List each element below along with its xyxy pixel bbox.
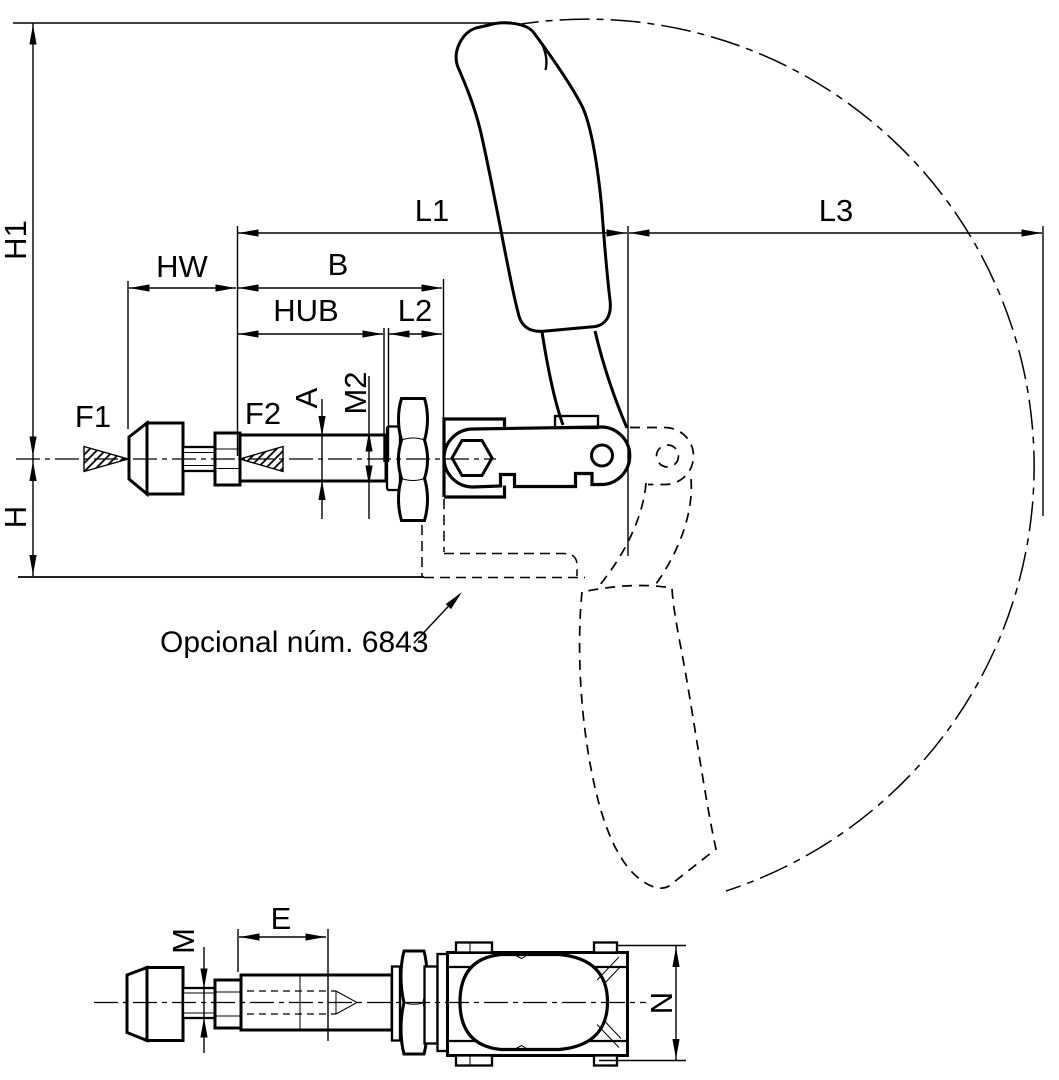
handle-swing-arc	[508, 18, 1035, 892]
pivot-hole-phantom	[655, 444, 680, 468]
dim-label-e: E	[271, 901, 292, 936]
bottom-view-dimensions: E M N	[94, 901, 686, 1062]
shaft-bottom	[239, 949, 449, 1056]
lever-arm	[442, 425, 632, 489]
spring-clips	[596, 956, 622, 1048]
dim-label-l1: L1	[415, 193, 449, 228]
dim-label-f1: F1	[75, 399, 111, 434]
dim-label-m: M	[166, 928, 201, 954]
mount-tab	[592, 941, 619, 954]
internal-thread	[247, 990, 336, 1015]
dim-label-hw: HW	[156, 249, 208, 284]
side-view-dimensions: H1 H HW B HUB L2 L1 L3 F1 F2 A M2	[0, 22, 1044, 578]
neck-phantom-left	[598, 482, 647, 587]
dim-label-f2: F2	[245, 396, 281, 431]
pivot-hole	[590, 443, 614, 468]
rod-and-mounting	[238, 397, 429, 522]
handle-neck-left	[540, 331, 565, 426]
grip-phantom	[578, 584, 717, 890]
hex-nut-bottom	[213, 978, 243, 1030]
flange-plate-1	[423, 965, 439, 1045]
note-optional-bracket: Opcional núm. 6843	[160, 626, 429, 659]
spindle-body-bottom	[145, 966, 185, 1042]
spindle-cone-bottom	[125, 965, 149, 1043]
mount-tab	[454, 941, 494, 954]
toggle-lever	[442, 414, 632, 489]
mount-tab	[454, 1054, 494, 1067]
dim-label-l3: L3	[819, 193, 853, 228]
dim-label-b: B	[328, 247, 349, 282]
dim-label-l2: L2	[398, 293, 432, 328]
leader-arrowhead	[445, 589, 465, 610]
spindle-bottom	[125, 965, 243, 1043]
dim-label-m2: M2	[338, 371, 373, 414]
handle-neck-right	[593, 330, 629, 429]
dim-label-hub: HUB	[273, 293, 338, 328]
body-plate-bottom	[446, 941, 629, 1067]
dim-label-h: H	[0, 506, 33, 528]
dim-label-a: A	[289, 387, 324, 408]
grip-crease	[540, 43, 548, 71]
force-arrow-f2	[237, 445, 284, 473]
hex-socket-hole	[450, 439, 494, 477]
washer-bottom	[390, 965, 402, 1042]
handle-stop	[553, 414, 600, 430]
lever-phantom	[630, 426, 695, 486]
handle-open-phantom	[578, 426, 717, 890]
dim-label-n: N	[644, 992, 679, 1014]
dim-label-h1: H1	[0, 220, 33, 260]
handle-grip	[454, 21, 612, 333]
force-arrow-f1	[83, 445, 131, 473]
handle-closed	[454, 21, 629, 429]
neck-phantom-right	[655, 478, 693, 585]
bottom-view	[125, 941, 629, 1067]
optional-bracket: Opcional núm. 6843	[160, 499, 585, 659]
